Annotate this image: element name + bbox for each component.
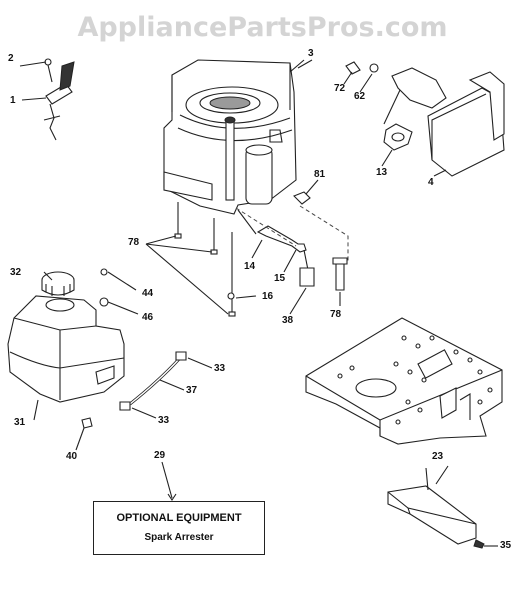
spark-arrester	[387, 467, 498, 549]
callout-33-bottom: 33	[158, 415, 170, 426]
leader-16	[235, 295, 257, 299]
leader-4	[433, 169, 447, 177]
leader-38	[289, 287, 307, 315]
leader-23	[435, 465, 449, 485]
watermark: AppliancePartsPros.com	[77, 12, 448, 43]
callout-3: 3	[308, 48, 314, 59]
fuel-tank	[7, 268, 139, 429]
callout-81: 81	[314, 169, 326, 180]
optional-equipment-title: OPTIONAL EQUIPMENT	[116, 512, 242, 524]
callout-40: 40	[66, 451, 78, 462]
callout-37: 37	[186, 385, 198, 396]
leader-3	[297, 59, 313, 69]
arrow-29	[167, 493, 177, 501]
callout-4: 4	[428, 177, 434, 188]
hardware-right	[235, 191, 349, 291]
mounting-bolts	[145, 202, 236, 317]
callout-78-right: 78	[330, 309, 342, 320]
callout-46: 46	[142, 312, 154, 323]
callout-2: 2	[8, 53, 14, 64]
callout-44: 44	[142, 288, 154, 299]
callout-38: 38	[282, 315, 294, 326]
leader-15	[283, 249, 297, 273]
optional-equipment-box: OPTIONAL EQUIPMENT Spark Arrester	[93, 501, 265, 555]
leader-62	[359, 73, 373, 93]
fuel-hose	[119, 351, 213, 419]
callout-33-top: 33	[214, 363, 226, 374]
callout-1: 1	[10, 95, 16, 106]
callout-78-left: 78	[128, 237, 140, 248]
callout-14: 14	[244, 261, 256, 272]
callout-35: 35	[500, 540, 512, 551]
leader-31	[33, 399, 39, 421]
mounting-plate	[305, 317, 503, 445]
fuel-line	[237, 209, 315, 287]
callout-72: 72	[334, 83, 346, 94]
leader-29	[161, 461, 173, 499]
callout-16: 16	[262, 291, 274, 302]
spark-arrester-label: Spark Arrester	[144, 532, 214, 543]
callout-31: 31	[14, 417, 26, 428]
callout-62: 62	[354, 91, 366, 102]
callout-13: 13	[376, 167, 388, 178]
callout-32: 32	[10, 267, 22, 278]
leader-81	[305, 179, 319, 195]
leader-72	[343, 71, 353, 85]
leader-32	[43, 271, 53, 281]
leader-13	[381, 149, 393, 167]
muffler-assembly	[345, 61, 505, 177]
leader-40	[75, 427, 85, 451]
engine	[163, 59, 305, 215]
throttle-control	[19, 58, 75, 141]
callout-23: 23	[432, 451, 444, 462]
callout-29: 29	[154, 450, 166, 461]
callout-15: 15	[274, 273, 286, 284]
leader-14	[251, 239, 263, 259]
